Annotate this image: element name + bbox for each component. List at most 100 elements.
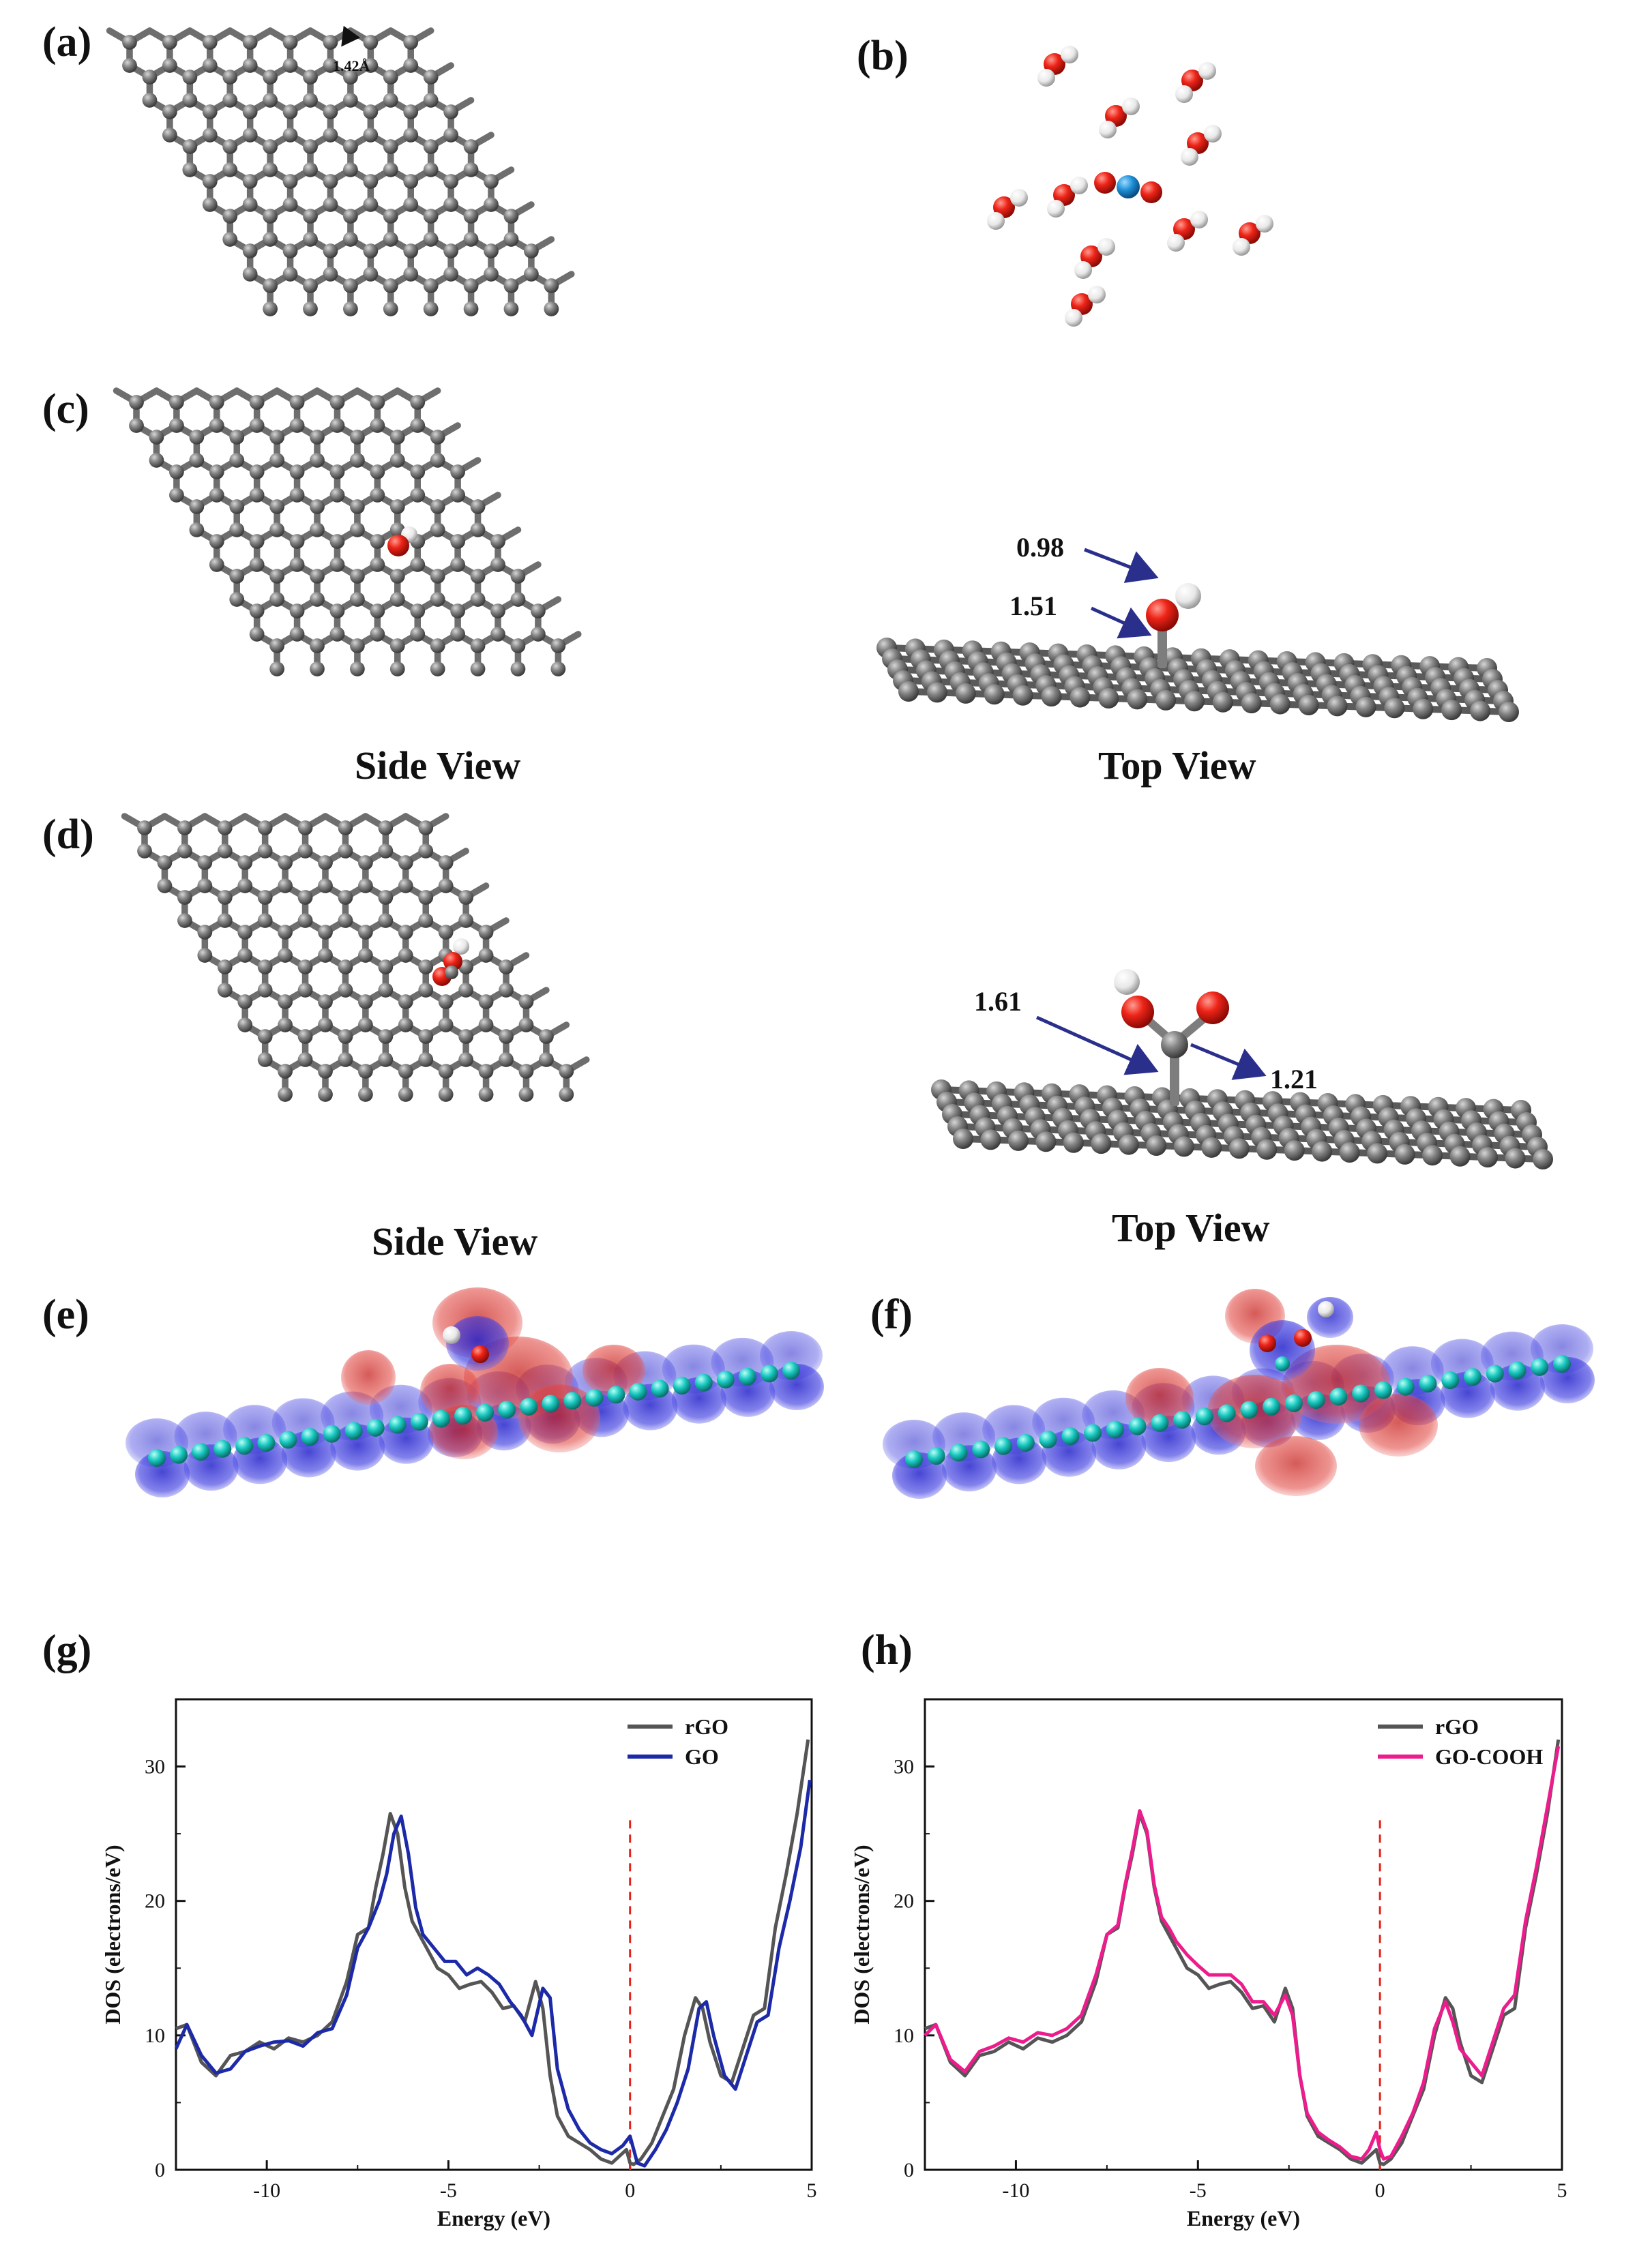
carbon-atom <box>343 162 358 177</box>
carbon-atom <box>694 1373 713 1392</box>
charge-density-e <box>126 1287 824 1497</box>
carbon-atom <box>222 139 238 154</box>
carbon-atom <box>1241 693 1262 714</box>
side-view-label-c: Side View <box>355 743 520 788</box>
carbon-atom <box>263 70 278 85</box>
carbon-atom <box>263 232 278 247</box>
carbon-atom <box>403 197 419 212</box>
carbon-atom <box>343 301 358 316</box>
carbon-atom <box>430 499 445 514</box>
carbon-atom <box>1039 1431 1057 1449</box>
carbon-atom <box>282 174 298 189</box>
carbon-atom <box>338 890 353 905</box>
carbon-atom <box>389 592 405 607</box>
carbon-atom <box>398 925 413 940</box>
carbon-atom <box>310 661 325 676</box>
carbon-atom <box>383 93 398 108</box>
hydrogen-atom <box>1256 215 1273 233</box>
arrow-oh-bond <box>1084 548 1159 583</box>
charge-accumulation-lobe <box>1359 1394 1438 1457</box>
carbon-atom <box>410 1413 428 1431</box>
carbon-atom <box>1284 1394 1303 1412</box>
hydrogen-atom <box>1099 121 1117 138</box>
panel-label-h: (h) <box>861 1627 913 1673</box>
carbon-atom <box>189 430 205 445</box>
carbon-atom <box>269 638 284 653</box>
cooh-adsorbate-side <box>432 938 469 986</box>
carbon-atom <box>323 243 338 258</box>
carbon-atom <box>478 948 494 963</box>
carbon-atom <box>1012 685 1033 706</box>
carbon-atom <box>318 1064 333 1079</box>
carbon-atom <box>229 522 245 537</box>
carbon-atom <box>142 93 158 108</box>
carbon-atom <box>318 1087 333 1102</box>
carbon-atom <box>209 418 224 433</box>
carbon-atom <box>418 959 434 974</box>
carbon-atom <box>518 1064 534 1079</box>
carbon-atom <box>269 522 284 537</box>
carbon-atom <box>1128 1417 1147 1435</box>
carbon-atom <box>209 557 224 572</box>
carbon-atom <box>177 820 192 835</box>
hydrogen-atom <box>1233 238 1250 256</box>
carbon-atom <box>370 418 385 433</box>
hydrogen-atom <box>1065 309 1082 327</box>
carbon-atom <box>310 592 325 607</box>
carbon-atom <box>403 104 419 119</box>
carbon-atom <box>249 395 265 410</box>
carbon-atom <box>297 1052 313 1067</box>
carbon-atom <box>242 128 258 143</box>
carbon-atom <box>1284 1140 1305 1161</box>
x-tick-label: 0 <box>625 2179 635 2202</box>
y-axis-label: DOS (electrons/eV) <box>100 1845 125 2024</box>
carbon-atom <box>383 162 398 177</box>
carbon-atom <box>503 301 519 316</box>
carbon-atom <box>484 174 499 189</box>
carbon-atom <box>949 1444 968 1462</box>
carbon-atom <box>403 243 419 258</box>
carbon-atom <box>137 844 152 859</box>
carbon-atom <box>1127 689 1148 710</box>
carbon-atom <box>458 1029 473 1044</box>
carbon-atom <box>278 925 293 940</box>
carbon-atom <box>1070 687 1091 708</box>
carbon-atom <box>177 913 192 928</box>
carbon-atom <box>430 569 445 584</box>
carbon-atom <box>303 162 318 177</box>
carbon-atom <box>289 464 305 479</box>
carbon-atom <box>905 1450 923 1468</box>
carbon-atom <box>217 959 233 974</box>
carbon-atom <box>350 661 365 676</box>
carbon-atom <box>438 1017 454 1032</box>
carbon-atom <box>323 58 338 73</box>
carbon-atom <box>1256 1139 1278 1160</box>
hydrogen-atom <box>1061 46 1078 63</box>
carbon-atom <box>1184 691 1205 712</box>
hydrogen-atom <box>1204 125 1222 143</box>
carbon-atom <box>329 464 345 479</box>
plot-frame <box>175 1698 813 2171</box>
carbon-atom <box>443 267 458 282</box>
carbon-atom <box>329 627 345 642</box>
carbon-atom <box>585 1388 604 1407</box>
hydrogen-atom <box>1181 148 1198 166</box>
carbon-atom <box>1195 1407 1213 1426</box>
carbon-atom <box>1228 1138 1250 1159</box>
charge-depletion-lobe <box>769 1364 824 1410</box>
carbon-atom <box>350 569 365 584</box>
carbon-atom <box>450 534 465 549</box>
carbon-atom <box>410 395 426 410</box>
carbon-atom <box>370 627 385 642</box>
carbon-atom <box>926 682 947 703</box>
distance-label-0-98: 0.98 <box>1016 532 1064 563</box>
carbon-atom <box>550 661 566 676</box>
carbon-atom <box>378 1052 394 1067</box>
carbon-atom <box>383 139 398 154</box>
bond-length-annotation: 1.42Å <box>333 25 370 74</box>
carbon-atom <box>510 661 526 676</box>
carbon-atom <box>1041 686 1062 707</box>
carbon-atom <box>1422 1145 1443 1166</box>
carbon-atom <box>510 569 526 584</box>
